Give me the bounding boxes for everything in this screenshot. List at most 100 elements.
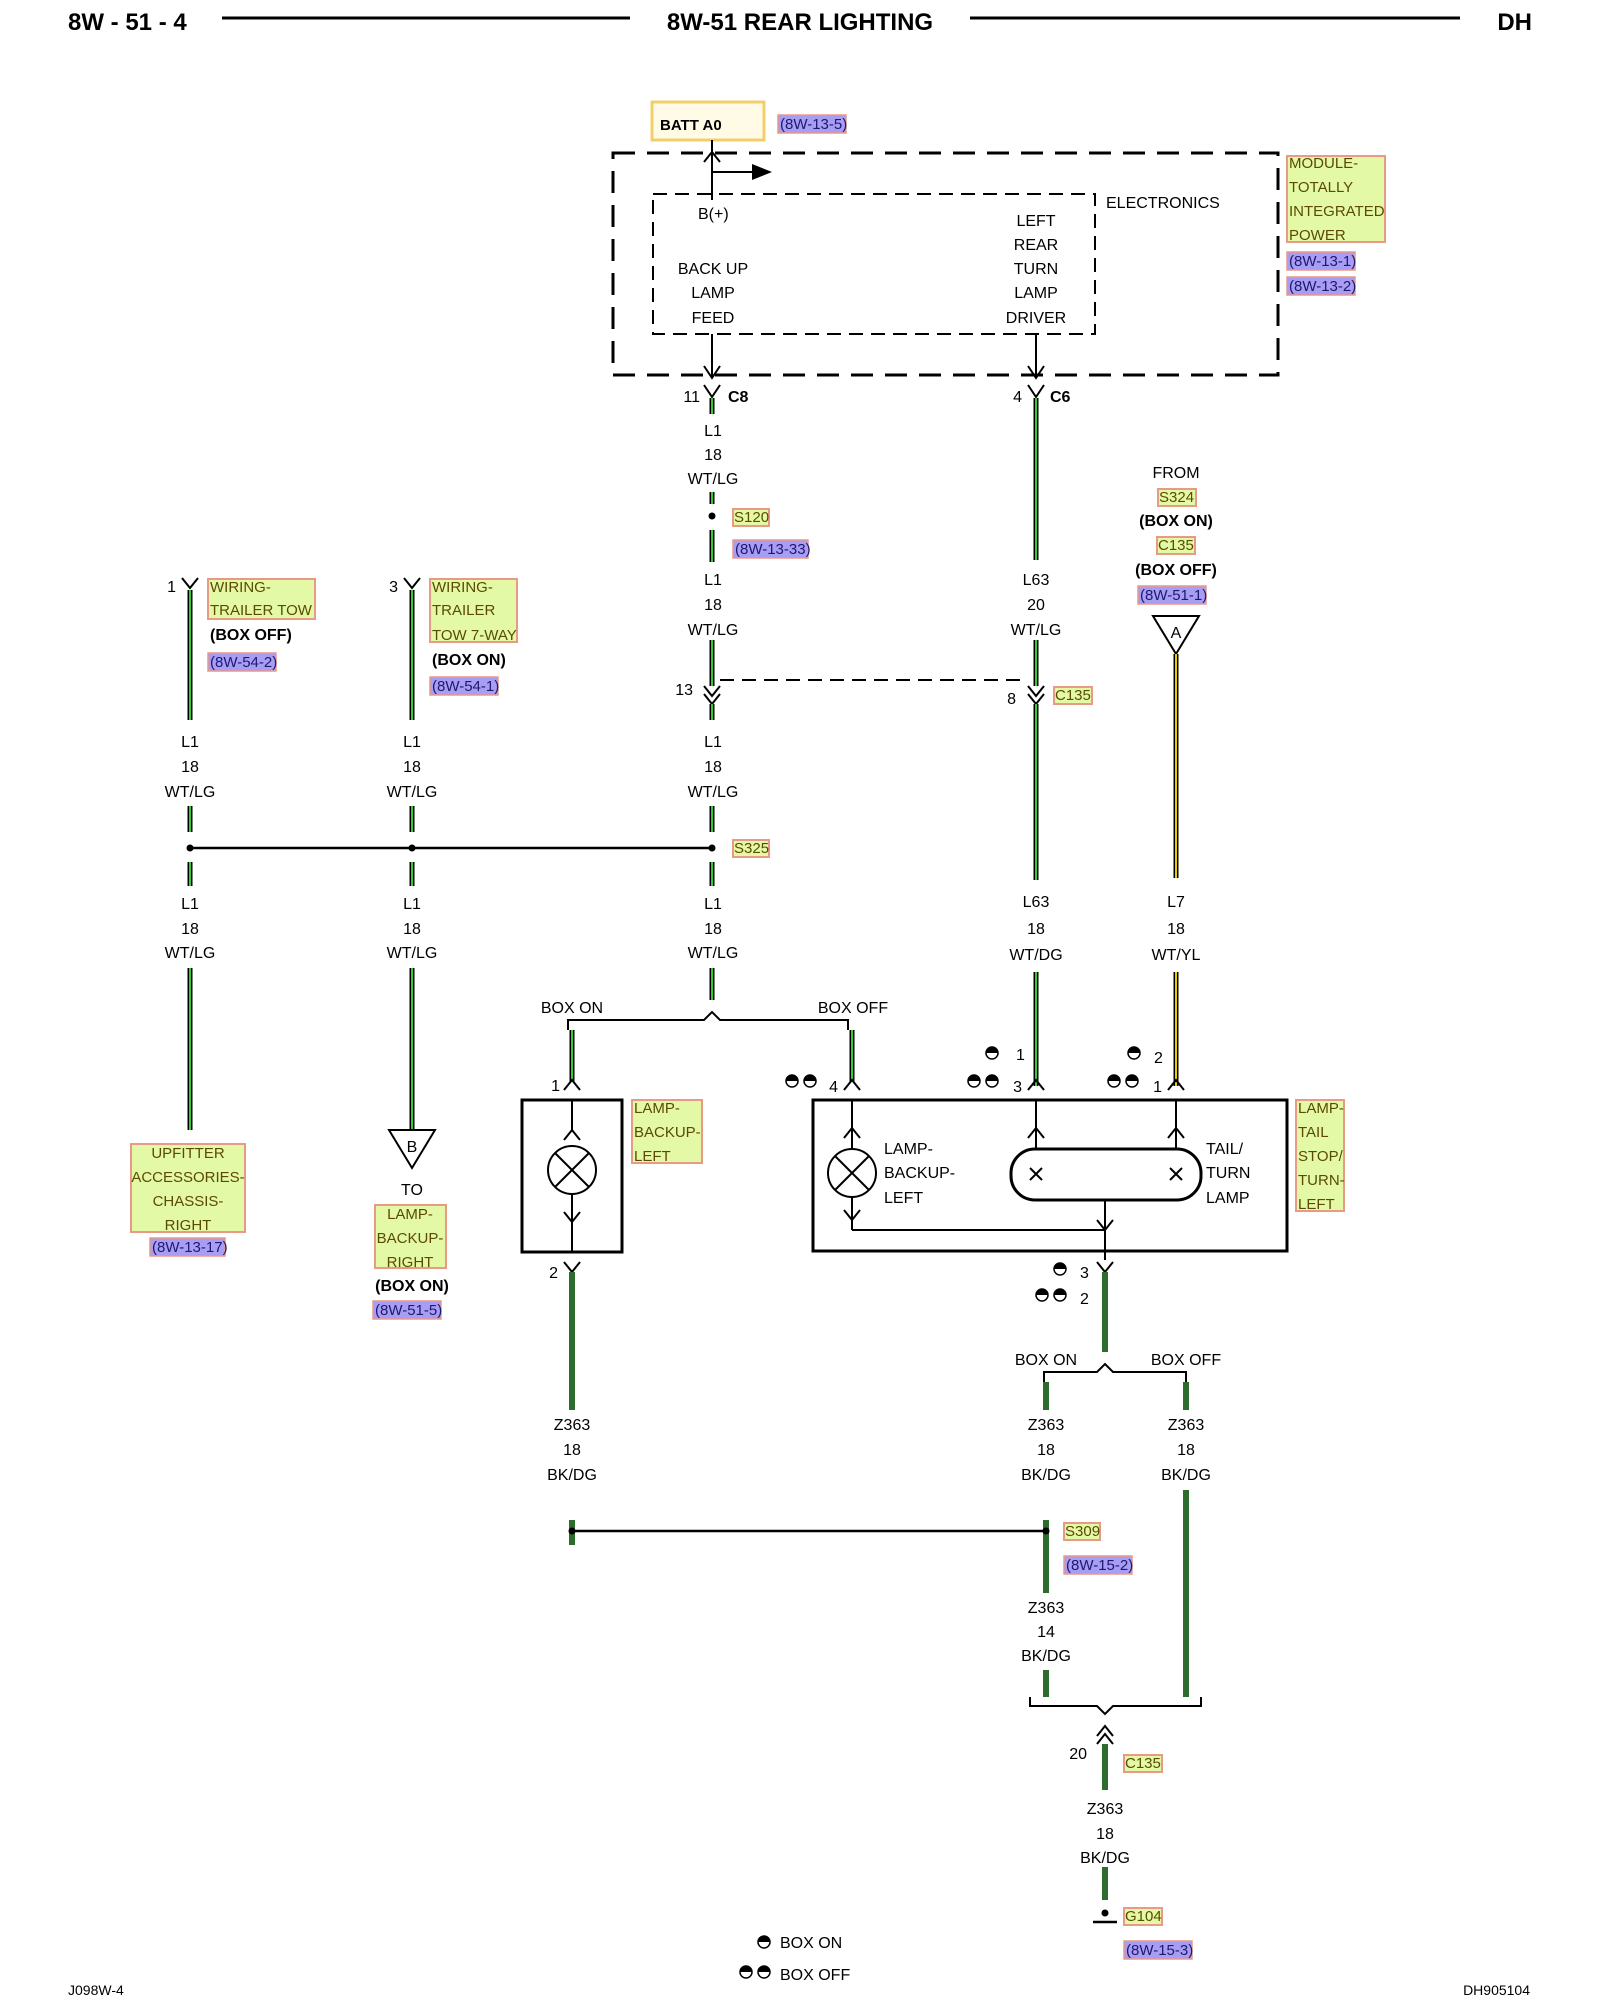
trailer-tow7-ref-box[interactable] [429,676,499,696]
wire-label-circuit: Z363 [1087,1801,1124,1818]
backup-right-line-2: BACKUP- [377,1230,444,1247]
box-on-symbol-icon [986,1047,998,1053]
c135-lower-label-box[interactable] [1123,1754,1163,1773]
s309-label-box[interactable] [1063,1522,1101,1541]
s309-ref[interactable]: (8W-15-2) [1066,1557,1133,1574]
g104-ref[interactable]: (8W-15-3) [1126,1942,1193,1959]
tail-lamp-pin1-icon [1167,1078,1185,1091]
trailer-tow7-line-1: WIRING- [432,579,493,596]
upfitter-ref[interactable]: (8W-13-17) [152,1239,228,1256]
from-box-on-note: (BOX ON) [1139,513,1213,530]
tail-inner-backup-line-2: BACKUP- [884,1165,955,1182]
wire-label-circuit: L1 [704,572,722,589]
from-ref[interactable]: (8W-51-1) [1140,587,1207,604]
wire-label-gauge: 18 [403,921,421,938]
tipm-ref-2-box[interactable] [1286,276,1356,296]
wire-label-color: WT/LG [387,784,438,801]
trailer-tow7-line-2: TRAILER [432,602,496,619]
wire-label-gauge: 18 [704,597,722,614]
s325-label-box[interactable] [732,839,770,858]
s120-splice-dot[interactable] [708,512,716,520]
trailer-tow-label-box[interactable] [207,578,316,620]
c135-pin20-icon [1096,1724,1114,1737]
tail-lamp-label-box[interactable] [1295,1099,1345,1212]
c135-lower-label[interactable]: C135 [1125,1755,1161,1772]
from-ref-box[interactable] [1137,585,1207,605]
trailer-tow7-ref[interactable]: (8W-54-1) [432,678,499,695]
battery-ref-box[interactable] [777,114,847,134]
filament-x-icon [1169,1167,1183,1181]
tail-lamp-pin4-icon [843,1078,861,1091]
bracket-box-on-label-lower: BOX ON [1015,1352,1077,1369]
wire-label-gauge: 18 [704,921,722,938]
wire-label-gauge: 14 [1037,1624,1055,1641]
from-c135-label[interactable]: C135 [1158,537,1194,554]
backup-right-ref-box[interactable] [372,1300,442,1320]
backup-left-label-box[interactable] [631,1099,703,1164]
wire-label-color: WT/LG [688,622,739,639]
trailer-tow7-connector-icon [403,577,421,590]
wire-label-gauge: 18 [563,1442,581,1459]
backup-right-label-box[interactable] [374,1204,447,1269]
c135-pin20-icon [1096,1732,1114,1745]
wire-l1-backup-lamp-feeds[interactable] [569,1030,855,1082]
bulb-x-icon [834,1155,870,1191]
tail-inner-lamp-line-2: TURN [1206,1165,1250,1182]
upfitter-line-3: CHASSIS- [153,1193,224,1210]
trailer-tow-ref[interactable]: (8W-54-2) [210,654,277,671]
backup-right-connector-letter: B [407,1139,418,1156]
c135-label-box[interactable] [1053,686,1093,705]
wire-label-circuit: Z363 [1028,1600,1065,1617]
tail-lamp-internal-arrow-icon [1027,1126,1045,1139]
wire-label-gauge: 18 [1177,1442,1195,1459]
wire-label-circuit: L63 [1023,572,1050,589]
tipm-inner-outline [652,193,1096,335]
tail-lamp-internal-arrow-icon [1167,1126,1185,1139]
from-connector-triangle-icon[interactable] [1151,615,1201,656]
wire-label-color: WT/LG [688,471,739,488]
c6-connector-icon [1027,384,1045,399]
tail-lamp-ground-pin3: 3 [1080,1265,1089,1282]
c135-label[interactable]: C135 [1055,687,1091,704]
tail-inner-lamp-line-3: LAMP [1206,1190,1250,1207]
trailer-tow7-label-box[interactable] [429,578,518,643]
turn-driver-line-1: LEFT [1016,213,1055,230]
s325-label[interactable]: S325 [734,840,769,857]
battery-ref[interactable]: (8W-13-5) [780,116,847,133]
tipm-ref-1-box[interactable] [1286,251,1356,271]
s120-label[interactable]: S120 [734,509,769,526]
g104-label[interactable]: G104 [1125,1908,1162,1925]
tipm-name-line-4: POWER [1289,227,1346,244]
wire-label-gauge: 18 [704,759,722,776]
from-c135-label-box[interactable] [1156,536,1196,555]
tipm-ref-2[interactable]: (8W-13-2) [1289,278,1356,295]
g104-ground-dot [1101,1909,1109,1917]
c8-connector[interactable]: C8 [728,389,749,406]
upfitter-ref-box[interactable] [149,1237,226,1257]
g104-label-box[interactable] [1123,1907,1163,1926]
tipm-name-box[interactable] [1286,155,1386,243]
s324-label-box[interactable] [1157,488,1197,507]
tipm-ref-1[interactable]: (8W-13-1) [1289,253,1356,270]
trailer-tow-ref-box[interactable] [207,652,277,672]
tipm-name-line-3: INTEGRATED [1289,203,1385,220]
from-label: FROM [1152,465,1199,482]
c6-connector[interactable]: C6 [1050,389,1071,406]
g104-ref-box[interactable] [1123,1940,1193,1960]
wire-label-circuit: L1 [403,896,421,913]
battery-source-box[interactable] [650,100,766,142]
s120-ref[interactable]: (8W-13-33) [735,541,811,558]
wire-label-circuit: Z363 [1168,1417,1205,1434]
backup-right-ref[interactable]: (8W-51-5) [375,1302,442,1319]
backup-left-pin2: 2 [549,1265,558,1282]
s324-label[interactable]: S324 [1159,489,1194,506]
backup-left-pin1-icon [563,1078,581,1091]
s309-ref-box[interactable] [1063,1555,1133,1575]
box-off-symbol-icon [1107,1074,1139,1088]
backup-right-connector-triangle-icon[interactable] [387,1129,437,1170]
s120-label-box[interactable] [732,508,770,527]
s309-label[interactable]: S309 [1065,1523,1100,1540]
tail-lamp-pin3-icon [1027,1078,1045,1091]
s120-ref-box[interactable] [732,539,809,559]
upfitter-label-box[interactable] [130,1143,246,1233]
